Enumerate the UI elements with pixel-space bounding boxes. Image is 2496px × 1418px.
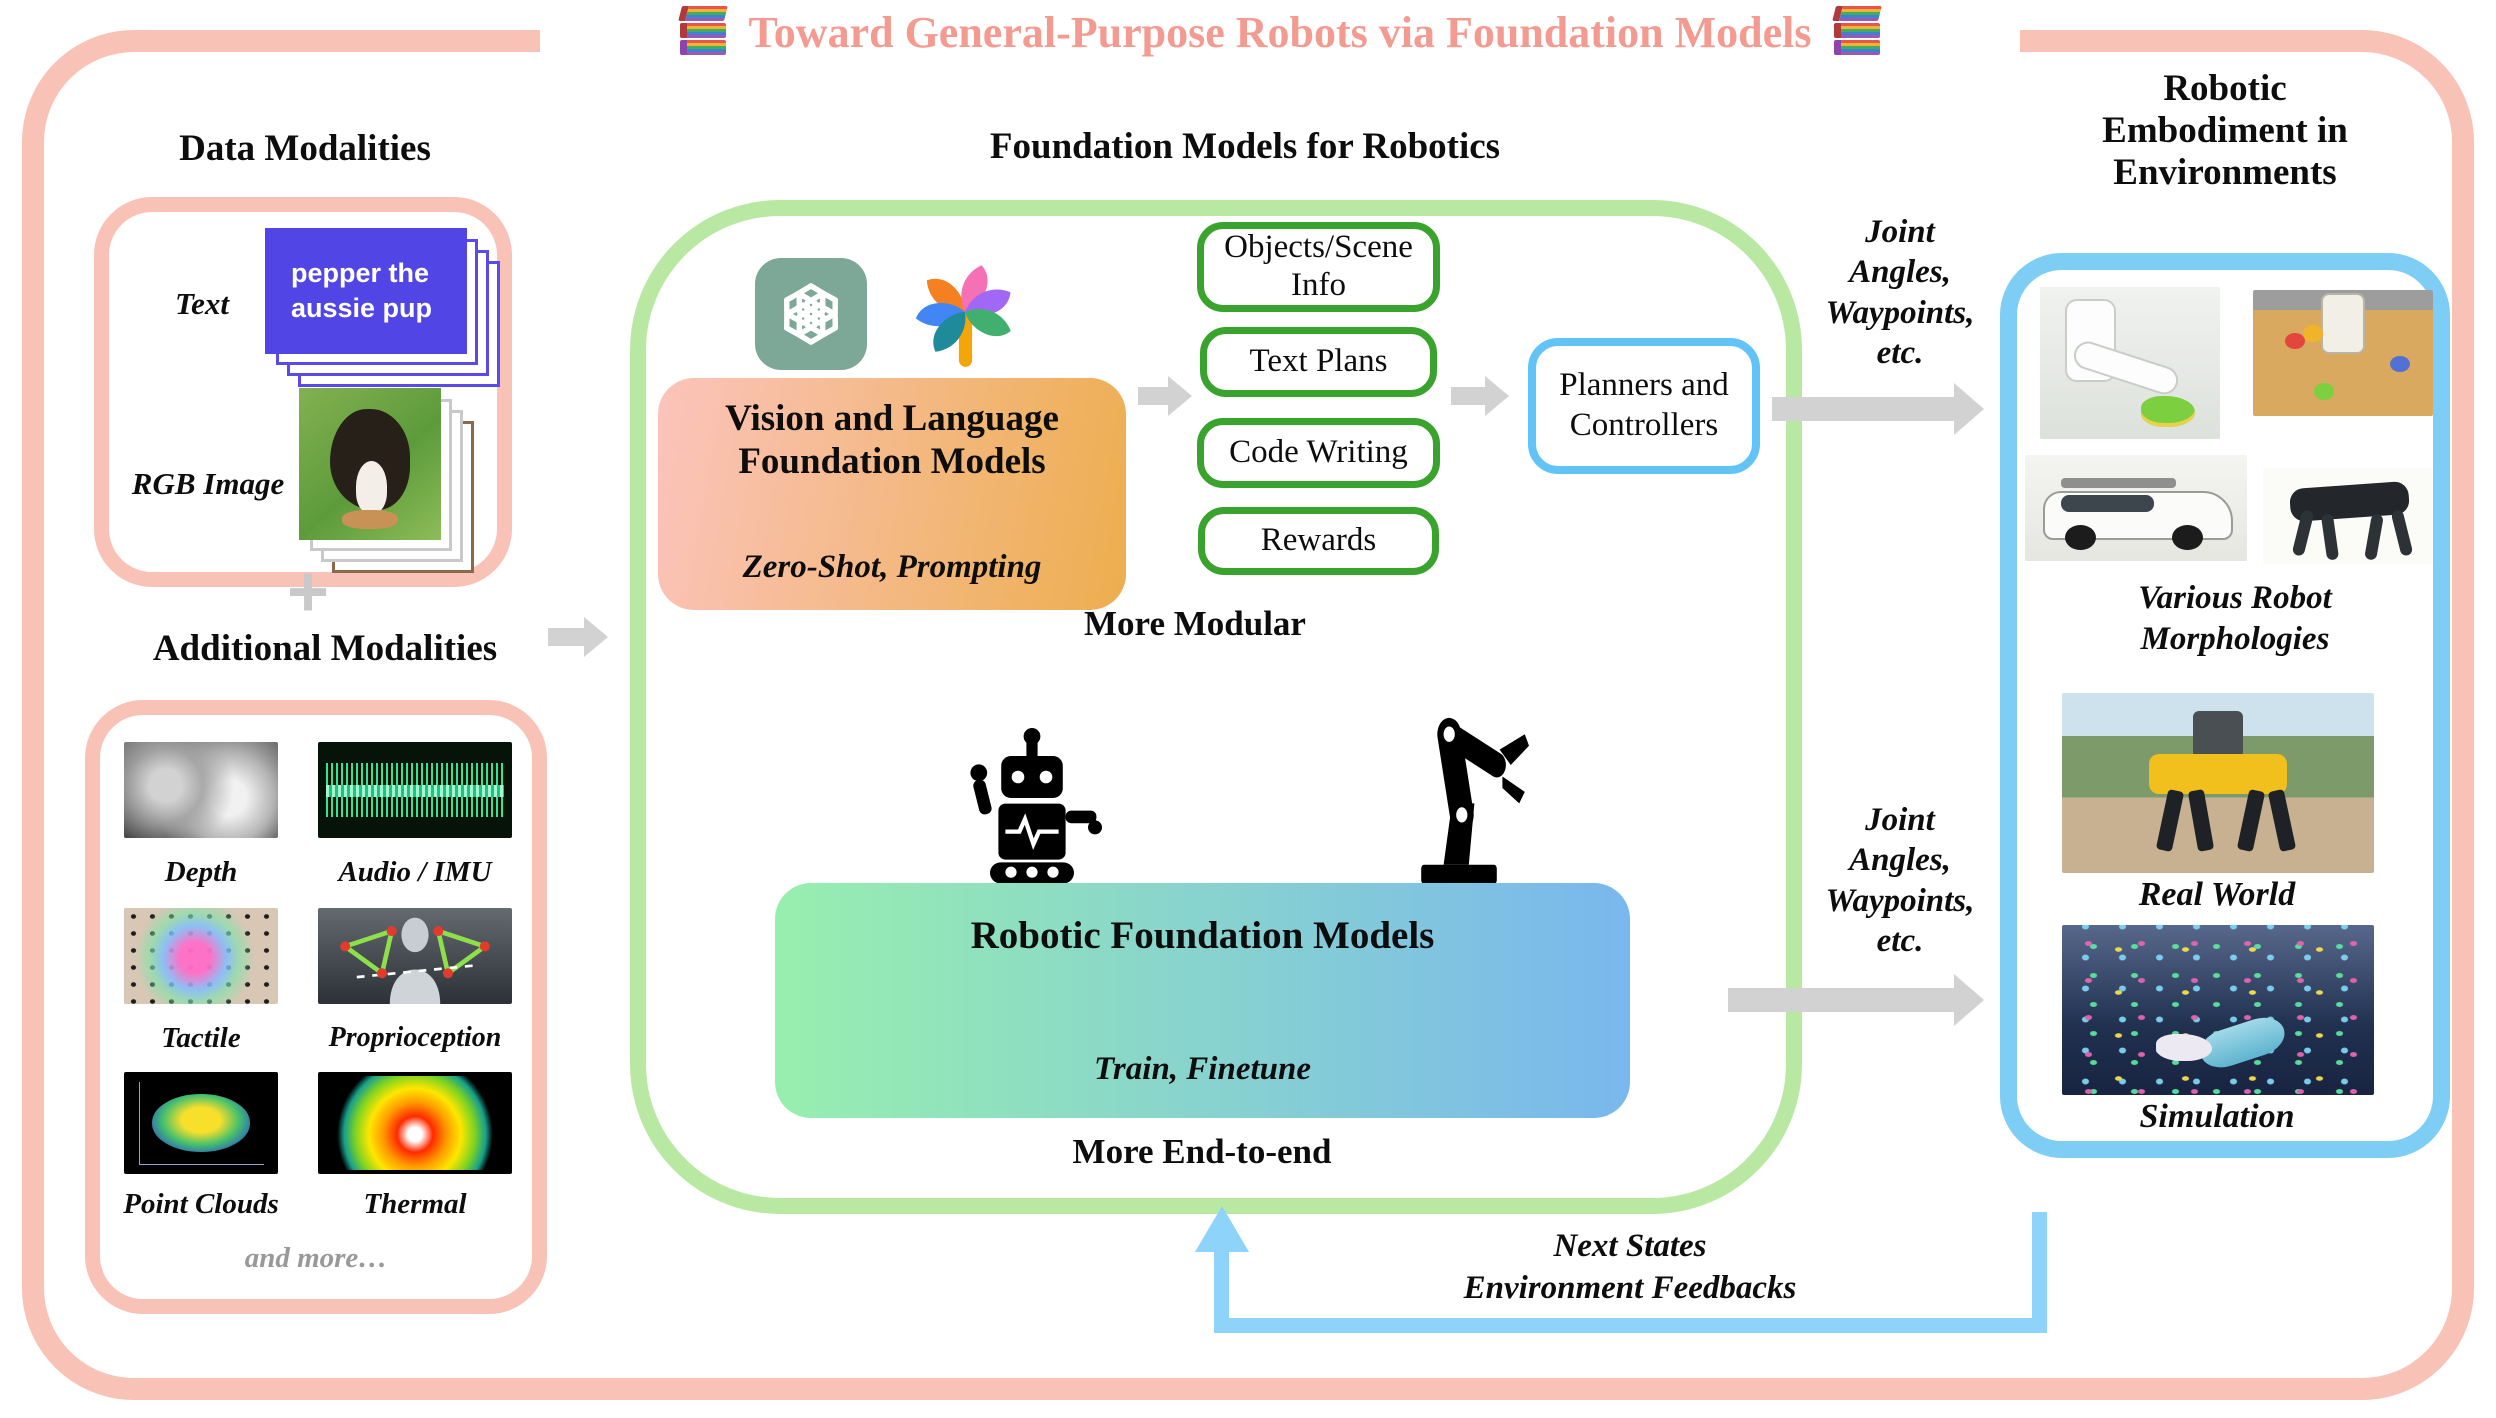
output-box-label: Objects/Scene Info <box>1224 229 1413 303</box>
toy-robot-icon <box>962 726 1102 884</box>
title-band: Toward General-Purpose Robots via Founda… <box>540 0 2020 64</box>
vlm-box: Vision and Language Foundation Models Ze… <box>658 378 1126 610</box>
morphologies-caption: Various Robot Morphologies <box>2138 580 2332 658</box>
output-box-code-writing: Code Writing <box>1197 418 1440 488</box>
feedback-line-bottom <box>1214 1318 2047 1333</box>
right-arrow-icon <box>1728 974 1984 1026</box>
figure-title: Toward General-Purpose Robots via Founda… <box>748 7 1812 57</box>
text-caption: pepper the aussie pup <box>291 257 433 323</box>
rfm-box: Robotic Foundation Models Train, Finetun… <box>775 883 1630 1118</box>
feedback-line-right <box>2032 1212 2047 1332</box>
feedback-line-left <box>1214 1250 1229 1326</box>
feedback-label-line1: Next States <box>1553 1228 1707 1264</box>
thermal-hand-image <box>318 1072 512 1174</box>
rgb-dog-image <box>299 388 441 540</box>
depth-map-image <box>124 742 278 838</box>
books-stack-icon <box>678 6 729 58</box>
joint-angles-label-bottom: Joint Angles, Waypoints, etc. <box>1825 802 1975 959</box>
point-cloud-teapot-image <box>124 1072 278 1174</box>
more-end-to-end-label: More End-to-end <box>1072 1132 1332 1171</box>
planners-label: Planners and Controllers <box>1559 367 1729 443</box>
mobile-manipulator-image <box>2040 287 2220 439</box>
output-box-text-plans: Text Plans <box>1200 327 1437 397</box>
tabletop-arm-image <box>2253 290 2433 416</box>
plus-icon: + <box>287 552 330 632</box>
additional-modalities-heading: Additional Modalities <box>152 628 498 669</box>
rfm-title: Robotic Foundation Models <box>970 914 1435 957</box>
tile-caption: Audio / IMU <box>338 856 492 888</box>
simulation-caption: Simulation <box>2139 1098 2295 1135</box>
robot-arm-icon <box>1396 692 1536 884</box>
proprioception-image <box>318 908 512 1004</box>
vlm-subtitle: Zero-Shot, Prompting <box>742 549 1042 585</box>
embodiment-heading: Robotic Embodiment in Environments <box>2102 68 2348 193</box>
output-box-objects-scene: Objects/Scene Info <box>1197 222 1440 312</box>
autonomous-car-image <box>2025 455 2247 561</box>
and-more-label: and more… <box>244 1242 388 1274</box>
books-stack-icon <box>1831 6 1882 58</box>
tile-caption: Tactile <box>161 1022 241 1054</box>
tactile-sensor-image <box>124 908 278 1004</box>
tile-caption: Proprioception <box>328 1022 502 1053</box>
spot-robot-image <box>2062 693 2374 873</box>
rfm-subtitle: Train, Finetune <box>1094 1051 1311 1087</box>
vlm-title: Vision and Language Foundation Models <box>725 398 1059 482</box>
embodiment-panel <box>2000 253 2450 1158</box>
quadruped-robot-image <box>2263 468 2433 564</box>
right-arrow-icon <box>1451 376 1509 416</box>
palm-tree-logo-icon <box>903 253 1027 375</box>
data-modalities-heading: Data Modalities <box>179 128 431 169</box>
output-box-label: Rewards <box>1260 522 1377 559</box>
rgb-image-label: RGB Image <box>131 466 285 501</box>
tile-caption: Depth <box>164 856 238 888</box>
openai-logo-icon <box>755 258 867 370</box>
up-arrow-icon <box>1195 1206 1249 1252</box>
real-world-caption: Real World <box>2138 876 2296 913</box>
planners-controllers-box: Planners and Controllers <box>1528 338 1760 474</box>
audio-waveform-image <box>318 742 512 838</box>
tile-caption: Point Clouds <box>123 1188 279 1220</box>
more-modular-label: More Modular <box>1084 604 1306 643</box>
output-box-rewards: Rewards <box>1198 507 1439 575</box>
tile-caption: Thermal <box>363 1188 467 1220</box>
right-arrow-icon <box>1138 376 1192 416</box>
simulation-image <box>2062 925 2374 1095</box>
output-box-label: Code Writing <box>1229 434 1408 471</box>
feedback-label-line2: Environment Feedbacks <box>1463 1270 1797 1306</box>
output-box-label: Text Plans <box>1249 343 1388 380</box>
text-caption-card: pepper the aussie pup <box>265 228 467 354</box>
foundation-models-heading: Foundation Models for Robotics <box>989 126 1501 167</box>
joint-angles-label-top: Joint Angles, Waypoints, etc. <box>1825 214 1975 371</box>
right-arrow-icon <box>1772 383 1984 435</box>
text-modality-label: Text <box>175 286 229 321</box>
right-arrow-icon <box>548 616 608 658</box>
